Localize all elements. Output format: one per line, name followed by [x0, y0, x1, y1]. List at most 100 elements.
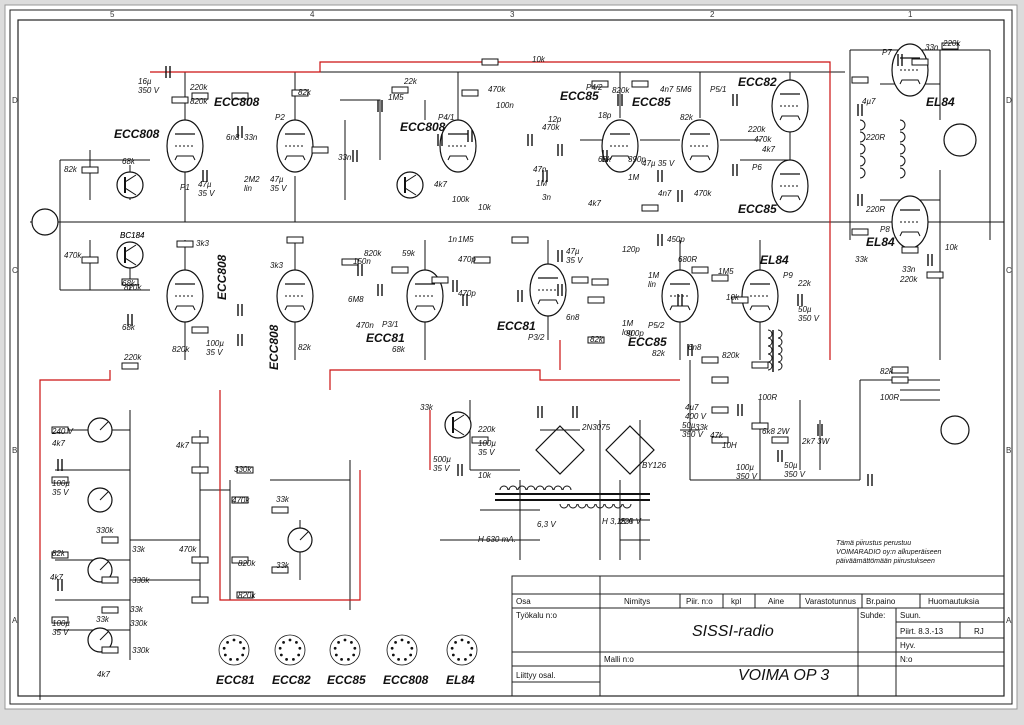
title-block-text: Osa Nimitys Piir. n:o kpl Aine Varastotu…	[516, 597, 984, 684]
part-label: 33k	[855, 255, 869, 264]
part-label: 82k	[298, 343, 312, 352]
part-label-line: P5/1	[710, 85, 726, 94]
part-label-line: 100R	[758, 393, 777, 402]
frame-outer	[9, 9, 1013, 705]
part-label-line: 4µ7	[685, 403, 699, 412]
red-wire-2	[219, 390, 361, 601]
part-label: 820k	[190, 97, 208, 106]
resistor-14	[191, 326, 209, 334]
part-label-line: lin	[244, 184, 253, 193]
zone-marks-top: 5 4 3 2 1	[110, 10, 913, 19]
part-label-line: 1M5	[388, 93, 404, 102]
part-label: 4k7	[434, 180, 447, 189]
capacitor-41	[857, 194, 863, 206]
part-label: BC184	[120, 231, 145, 240]
part-label: 820k	[238, 559, 256, 568]
resistor-37	[941, 42, 959, 50]
tube-6	[529, 263, 567, 317]
capacitor-30	[572, 406, 578, 418]
capacitor-34	[817, 424, 823, 436]
part-label: 470k	[179, 545, 197, 554]
part-label-line: 6,3 V	[537, 520, 556, 529]
part-label-line: 33k	[695, 423, 709, 432]
part-label-line: 68k	[598, 155, 612, 164]
resistor-59	[101, 606, 119, 614]
part-label: P5/2	[648, 321, 665, 330]
part-label: 12p	[548, 115, 562, 124]
selector-wiper-1	[99, 491, 109, 501]
part-label-line: 22k	[797, 279, 812, 288]
capacitor-16	[657, 234, 663, 246]
part-label-line: 100R	[880, 393, 899, 402]
part-label: 82k	[590, 335, 604, 344]
tube-label-el84-mid: EL84	[760, 253, 789, 267]
resistor-45	[191, 556, 209, 564]
pinout-pin	[288, 638, 292, 642]
mains-sec-2	[517, 485, 527, 491]
part-label-line: 220k	[747, 125, 766, 134]
part-label-line: 100µ	[206, 339, 224, 348]
part-label-line: 820k	[364, 249, 382, 258]
part-label: 3k3	[270, 261, 283, 270]
part-label-line: 6n8	[688, 343, 702, 352]
tube-label-ecc808-b: ECC808	[214, 95, 260, 109]
part-label: 2N3075	[581, 423, 611, 432]
part-label-line: 82k	[52, 549, 66, 558]
tube-cathode	[669, 305, 691, 311]
tb-nimitys: Nimitys	[624, 597, 650, 606]
part-label-line: 330k	[130, 619, 148, 628]
transistor-collector	[404, 174, 417, 183]
part-label-line: 100µ	[736, 463, 754, 472]
part-label-line: 47k	[710, 431, 724, 440]
part-label-line: H 630 mA.	[478, 535, 516, 544]
part-label: P2	[275, 113, 285, 122]
part-label-line: 470n	[356, 321, 374, 330]
part-label: 82k	[52, 549, 66, 558]
part-label-line: 100µ	[52, 619, 70, 628]
tb-huom: Huomautuksia	[928, 597, 980, 606]
part-label-line: 68k	[392, 345, 406, 354]
part-label: H 630 mA.	[478, 535, 516, 544]
pinout-pin	[241, 653, 245, 657]
resistor-16	[311, 146, 329, 154]
tb-piirt: Piirt. 8.3.-13	[900, 627, 944, 636]
paper	[4, 4, 1018, 710]
capacitor-3	[377, 100, 383, 112]
part-label: 3n	[542, 193, 551, 202]
mains-pri-2	[577, 503, 587, 509]
red-wiring	[39, 61, 831, 601]
part-label-line: 82k	[298, 88, 312, 97]
part-label-line: 35 V	[198, 189, 215, 198]
part-label-line: H 3,15 A	[602, 517, 633, 526]
resistor-2	[391, 86, 409, 94]
tube-10	[771, 79, 809, 133]
capacitor-1	[237, 126, 243, 138]
transistor-0	[116, 171, 144, 199]
selector-wiper-0	[99, 421, 109, 431]
resistor-4	[171, 96, 189, 104]
resistor-15	[121, 362, 139, 370]
tb-suhde: Suhde:	[860, 611, 885, 620]
tube-label-ecc85-c: ECC85	[628, 335, 667, 349]
resistor-30	[751, 361, 769, 369]
part-label: 10H	[722, 441, 737, 450]
part-label: 1M	[628, 173, 639, 182]
part-label-line: 33n	[338, 153, 352, 162]
part-label: 22k	[797, 279, 812, 288]
part-label-line: 470k	[179, 545, 197, 554]
resistor-13	[286, 236, 304, 244]
part-label-line: BY126	[642, 461, 667, 470]
part-label: 820k	[364, 249, 382, 258]
transistor-collector	[124, 174, 137, 183]
ot-coil-b-4	[777, 361, 783, 371]
part-label-line: 12p	[548, 115, 562, 124]
capacitor-24	[237, 304, 243, 316]
part-label-line: 820k	[238, 559, 256, 568]
